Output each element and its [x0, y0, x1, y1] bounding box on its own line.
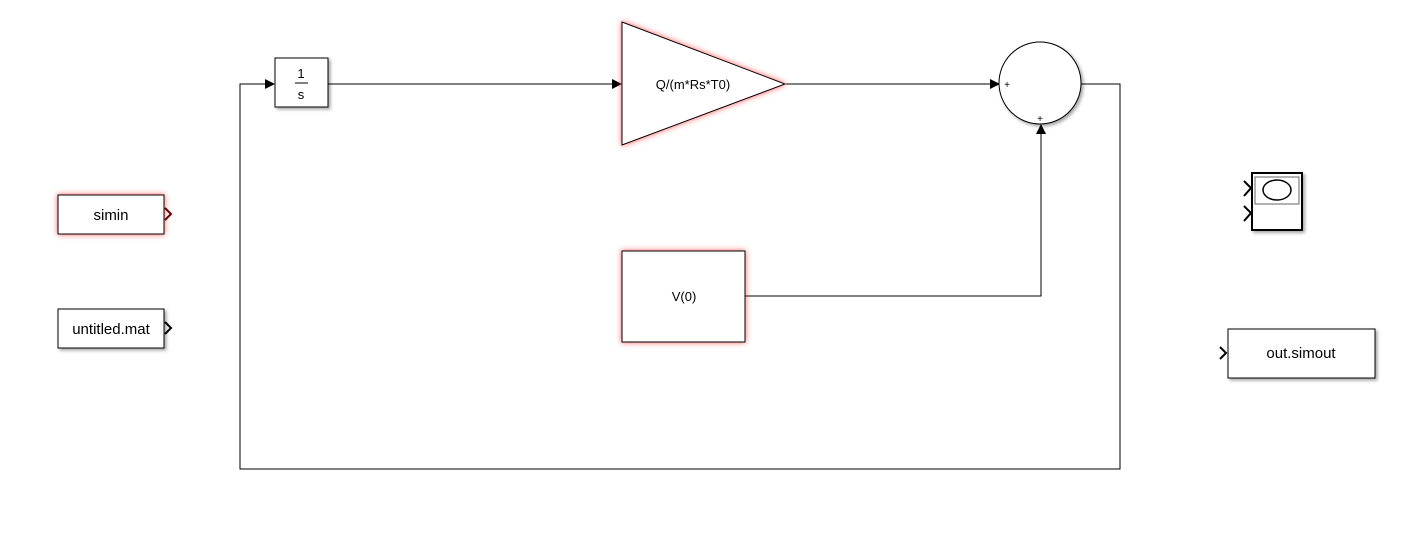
- from-workspace-block[interactable]: simin: [57, 194, 173, 235]
- scope-icon: [1262, 179, 1292, 201]
- from-file-block[interactable]: untitled.mat: [57, 308, 173, 349]
- integrator-block[interactable]: 1 s: [274, 57, 329, 108]
- sum-block[interactable]: + +: [998, 41, 1082, 125]
- gain-block[interactable]: Q/(m*Rs*T0): [621, 21, 787, 146]
- integrator-numerator: 1: [297, 66, 304, 81]
- input-port-icon: [1243, 180, 1253, 197]
- sum-sign-left: +: [1004, 80, 1010, 91]
- output-port-icon: [164, 207, 173, 221]
- from-file-label: untitled.mat: [72, 321, 150, 338]
- sum-sign-bottom: +: [1037, 114, 1043, 125]
- signal-feedback-loop[interactable]: [239, 79, 1121, 470]
- to-workspace-label: out.simout: [1266, 345, 1336, 362]
- from-workspace-label: simin: [93, 207, 128, 224]
- scope-block[interactable]: [1243, 172, 1303, 231]
- output-port-icon: [164, 321, 173, 335]
- signal-constant-to-sum[interactable]: [745, 124, 1046, 297]
- input-port-icon: [1243, 205, 1253, 222]
- constant-block[interactable]: V(0): [621, 250, 746, 343]
- input-port-icon: [1219, 346, 1228, 360]
- to-workspace-block[interactable]: out.simout: [1219, 328, 1376, 379]
- gain-label: Q/(m*Rs*T0): [656, 77, 730, 92]
- constant-label: V(0): [672, 289, 697, 304]
- integrator-denominator: s: [298, 87, 305, 102]
